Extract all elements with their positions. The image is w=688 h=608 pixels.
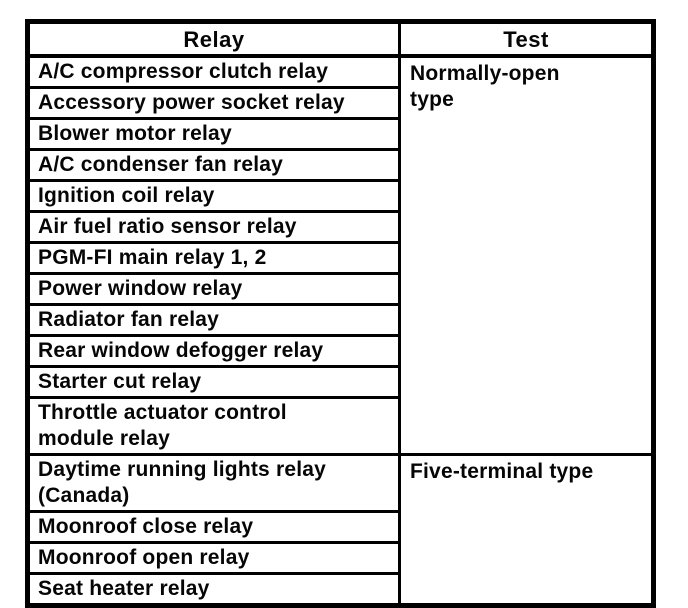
relay-cell-power-window: Power window relay bbox=[26, 272, 401, 306]
relay-cell-pgm-fi-main: PGM-FI main relay 1, 2 bbox=[26, 241, 401, 275]
relay-cell-ignition-coil: Ignition coil relay bbox=[26, 179, 401, 213]
relay-cell-air-fuel-ratio-sensor: Air fuel ratio sensor relay bbox=[26, 210, 401, 244]
relay-cell-moonroof-close: Moonroof close relay bbox=[26, 510, 401, 544]
table-row: Rear window defogger relay bbox=[26, 334, 654, 368]
table-row: PGM-FI main relay 1, 2 bbox=[26, 241, 654, 275]
relay-cell-rear-window-defogger: Rear window defogger relay bbox=[26, 334, 401, 368]
test-column-header: Test bbox=[398, 20, 655, 58]
table-row: Power window relay bbox=[26, 272, 654, 306]
test-cell-five-terminal-type: Five-terminal type bbox=[398, 453, 655, 607]
table-row: Starter cut relay bbox=[26, 365, 654, 399]
relay-cell-throttle-actuator-control-module: Throttle actuator control module relay bbox=[26, 396, 401, 456]
table-row: Throttle actuator control module relay bbox=[26, 396, 654, 456]
table-row: Ignition coil relay bbox=[26, 179, 654, 213]
table-row: Radiator fan relay bbox=[26, 303, 654, 337]
relay-cell-starter-cut: Starter cut relay bbox=[26, 365, 401, 399]
table-row: Blower motor relay bbox=[26, 117, 654, 151]
table-row: Air fuel ratio sensor relay bbox=[26, 210, 654, 244]
table-row: Seat heater relay bbox=[26, 572, 654, 607]
relay-cell-seat-heater: Seat heater relay bbox=[26, 572, 401, 607]
relay-cell-moonroof-open: Moonroof open relay bbox=[26, 541, 401, 575]
relay-cell-blower-motor: Blower motor relay bbox=[26, 117, 401, 151]
relay-cell-radiator-fan: Radiator fan relay bbox=[26, 303, 401, 337]
header-row: Relay Test bbox=[26, 20, 655, 58]
relay-test-table: Relay Test A/C compressor clutch relay N… bbox=[25, 19, 656, 608]
table-row: A/C condenser fan relay bbox=[26, 148, 654, 182]
table-row: Daytime running lights relay (Canada) Fi… bbox=[26, 453, 655, 607]
relay-column-header: Relay bbox=[26, 20, 401, 58]
table-row: A/C compressor clutch relay Normally-ope… bbox=[26, 54, 655, 456]
table-row: Accessory power socket relay bbox=[26, 86, 654, 120]
test-cell-normally-open-type: Normally-open type bbox=[398, 54, 655, 456]
table-row: Moonroof close relay bbox=[26, 510, 654, 544]
relay-cell-accessory-power-socket: Accessory power socket relay bbox=[26, 86, 401, 120]
relay-cell-ac-compressor-clutch: A/C compressor clutch relay bbox=[26, 54, 401, 89]
relay-cell-daytime-running-lights: Daytime running lights relay (Canada) bbox=[26, 453, 401, 513]
table-row: Moonroof open relay bbox=[26, 541, 654, 575]
relay-cell-ac-condenser-fan: A/C condenser fan relay bbox=[26, 148, 401, 182]
